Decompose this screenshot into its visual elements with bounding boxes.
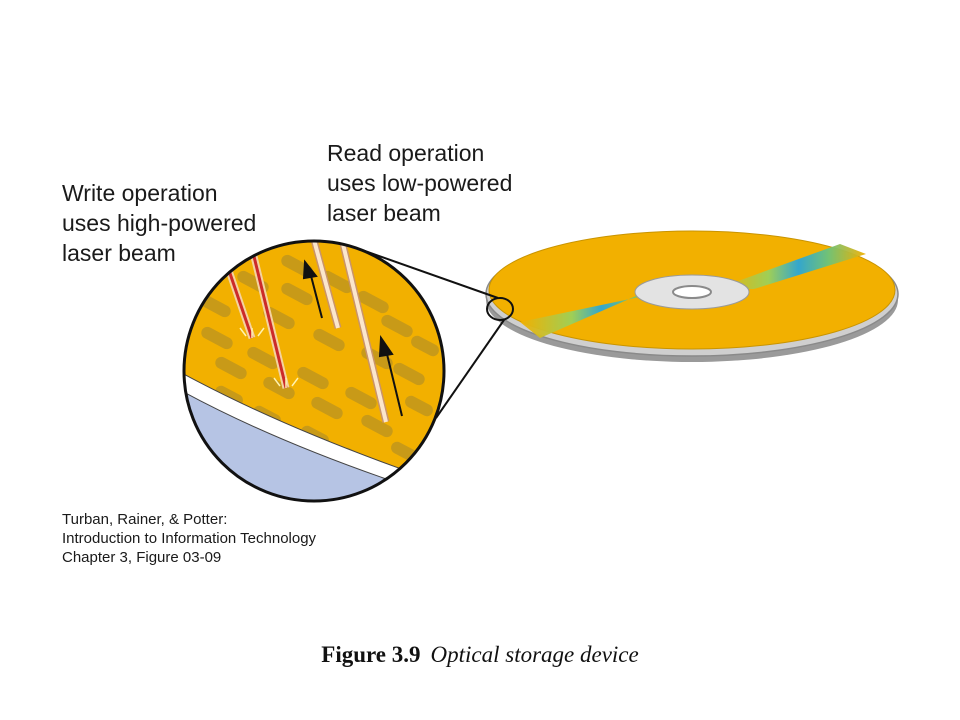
- credit-line: Chapter 3, Figure 03-09: [62, 549, 222, 566]
- source-credit: Turban, Rainer, & Potter: Introduction t…: [62, 510, 316, 567]
- credit-line: Turban, Rainer, & Potter:: [62, 511, 228, 528]
- read-label-line: Read operation: [327, 140, 485, 166]
- cd-reflection-lower: [520, 291, 668, 338]
- magnified-view: [182, 239, 446, 503]
- zoom-spot-marker: [486, 297, 514, 321]
- read-operation-label: Read operation uses low-powered laser be…: [327, 138, 512, 228]
- read-label-line: uses low-powered: [327, 170, 513, 196]
- cd-hole: [672, 285, 712, 299]
- write-label-line: uses high-powered: [62, 210, 257, 236]
- burn-sparks: [239, 327, 299, 388]
- reflection-arrows: [302, 259, 403, 417]
- write-operation-label: Write operation uses high-powered laser …: [62, 178, 256, 268]
- write-label-line: Write operation: [62, 180, 218, 206]
- figure-caption: Figure 3.9 Optical storage device: [0, 642, 960, 668]
- zoom-connectors: [361, 249, 505, 419]
- credit-line: Introduction to Information Technology: [62, 530, 317, 547]
- figure-caption-text: Optical storage device: [430, 642, 639, 667]
- write-label-line: laser beam: [62, 240, 176, 266]
- magnifier-outline: [182, 239, 446, 503]
- cd-disc: [485, 230, 899, 362]
- read-label-line: laser beam: [327, 200, 441, 226]
- figure-number: Figure 3.9: [321, 642, 421, 667]
- cd-reflection-upper: [716, 244, 866, 289]
- read-beams: [310, 241, 390, 423]
- reflective-layer: [184, 371, 444, 501]
- pits: [199, 254, 439, 469]
